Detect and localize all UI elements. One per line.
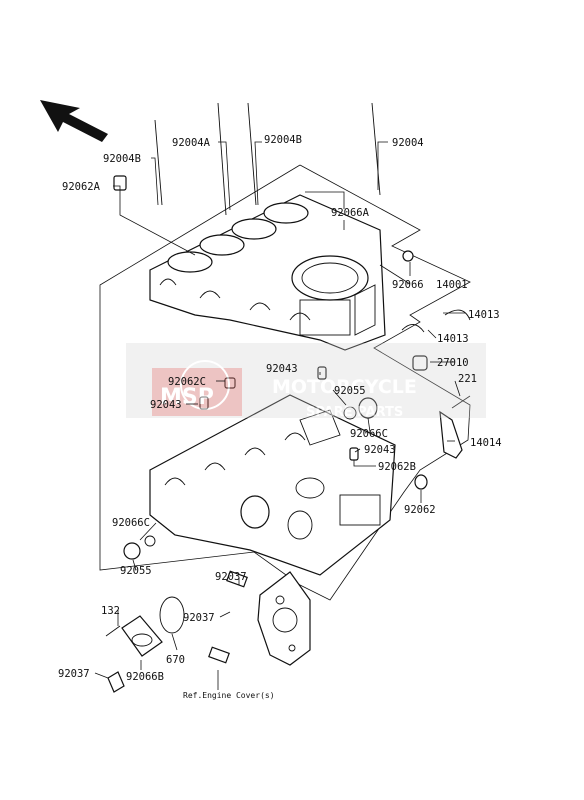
watermark-line2: SPARE PARTS xyxy=(306,405,403,420)
part-label-92043: 92043 xyxy=(364,444,396,456)
part-label-92066B: 92066B xyxy=(126,671,164,683)
part-label-92066A: 92066A xyxy=(331,207,370,219)
upper-crankcase xyxy=(149,194,386,351)
part-label-92043: 92043 xyxy=(150,399,182,411)
part-number-labels: 92004B 92004A 92004B 92004 92062A 92066A… xyxy=(58,134,502,683)
part-label-92055: 92055 xyxy=(120,565,152,577)
lower-crankcase xyxy=(149,394,396,576)
part-label-92062C: 92062C xyxy=(168,376,206,388)
part-label-92037: 92037 xyxy=(58,668,90,680)
part-label-92066C: 92066C xyxy=(112,517,150,529)
watermark-line1: MOTORCYCLE xyxy=(272,376,417,398)
front-arrow-icon xyxy=(40,100,108,142)
reference-note: Ref.Engine Cover(s) xyxy=(183,691,275,700)
part-label-92004A: 92004A xyxy=(172,137,211,149)
part-label-92062B: 92062B xyxy=(378,461,416,473)
part-label-92004: 92004 xyxy=(392,137,424,149)
part-label-92062A: 92062A xyxy=(62,181,101,193)
part-label-14001: 14001 xyxy=(436,279,468,291)
part-label-27010: 27010 xyxy=(437,357,469,369)
watermark-badge: MSP xyxy=(160,385,214,410)
oil-pan-cover xyxy=(208,570,311,666)
part-label-92062: 92062 xyxy=(404,504,436,516)
part-label-14013: 14013 xyxy=(437,333,469,345)
assembly-frame xyxy=(99,164,471,601)
part-label-132: 132 xyxy=(101,605,120,617)
part-label-92043: 92043 xyxy=(266,363,298,375)
part-label-670: 670 xyxy=(166,654,185,666)
part-label-92066: 92066 xyxy=(392,279,424,291)
part-label-92037: 92037 xyxy=(183,612,215,624)
crankcase-studs xyxy=(154,102,381,216)
leader-lines xyxy=(94,141,465,690)
part-label-14013: 14013 xyxy=(468,309,500,321)
part-label-92066C: 92066C xyxy=(350,428,388,440)
watermark: MSP MOTORCYCLE SPARE PARTS xyxy=(126,343,486,420)
part-label-14014: 14014 xyxy=(470,437,502,449)
small-fittings xyxy=(105,250,471,693)
part-label-92037: 92037 xyxy=(215,571,247,583)
part-label-92004B: 92004B xyxy=(264,134,302,146)
part-label-221: 221 xyxy=(458,373,477,385)
part-label-92004B: 92004B xyxy=(103,153,141,165)
part-label-92055: 92055 xyxy=(334,385,366,397)
